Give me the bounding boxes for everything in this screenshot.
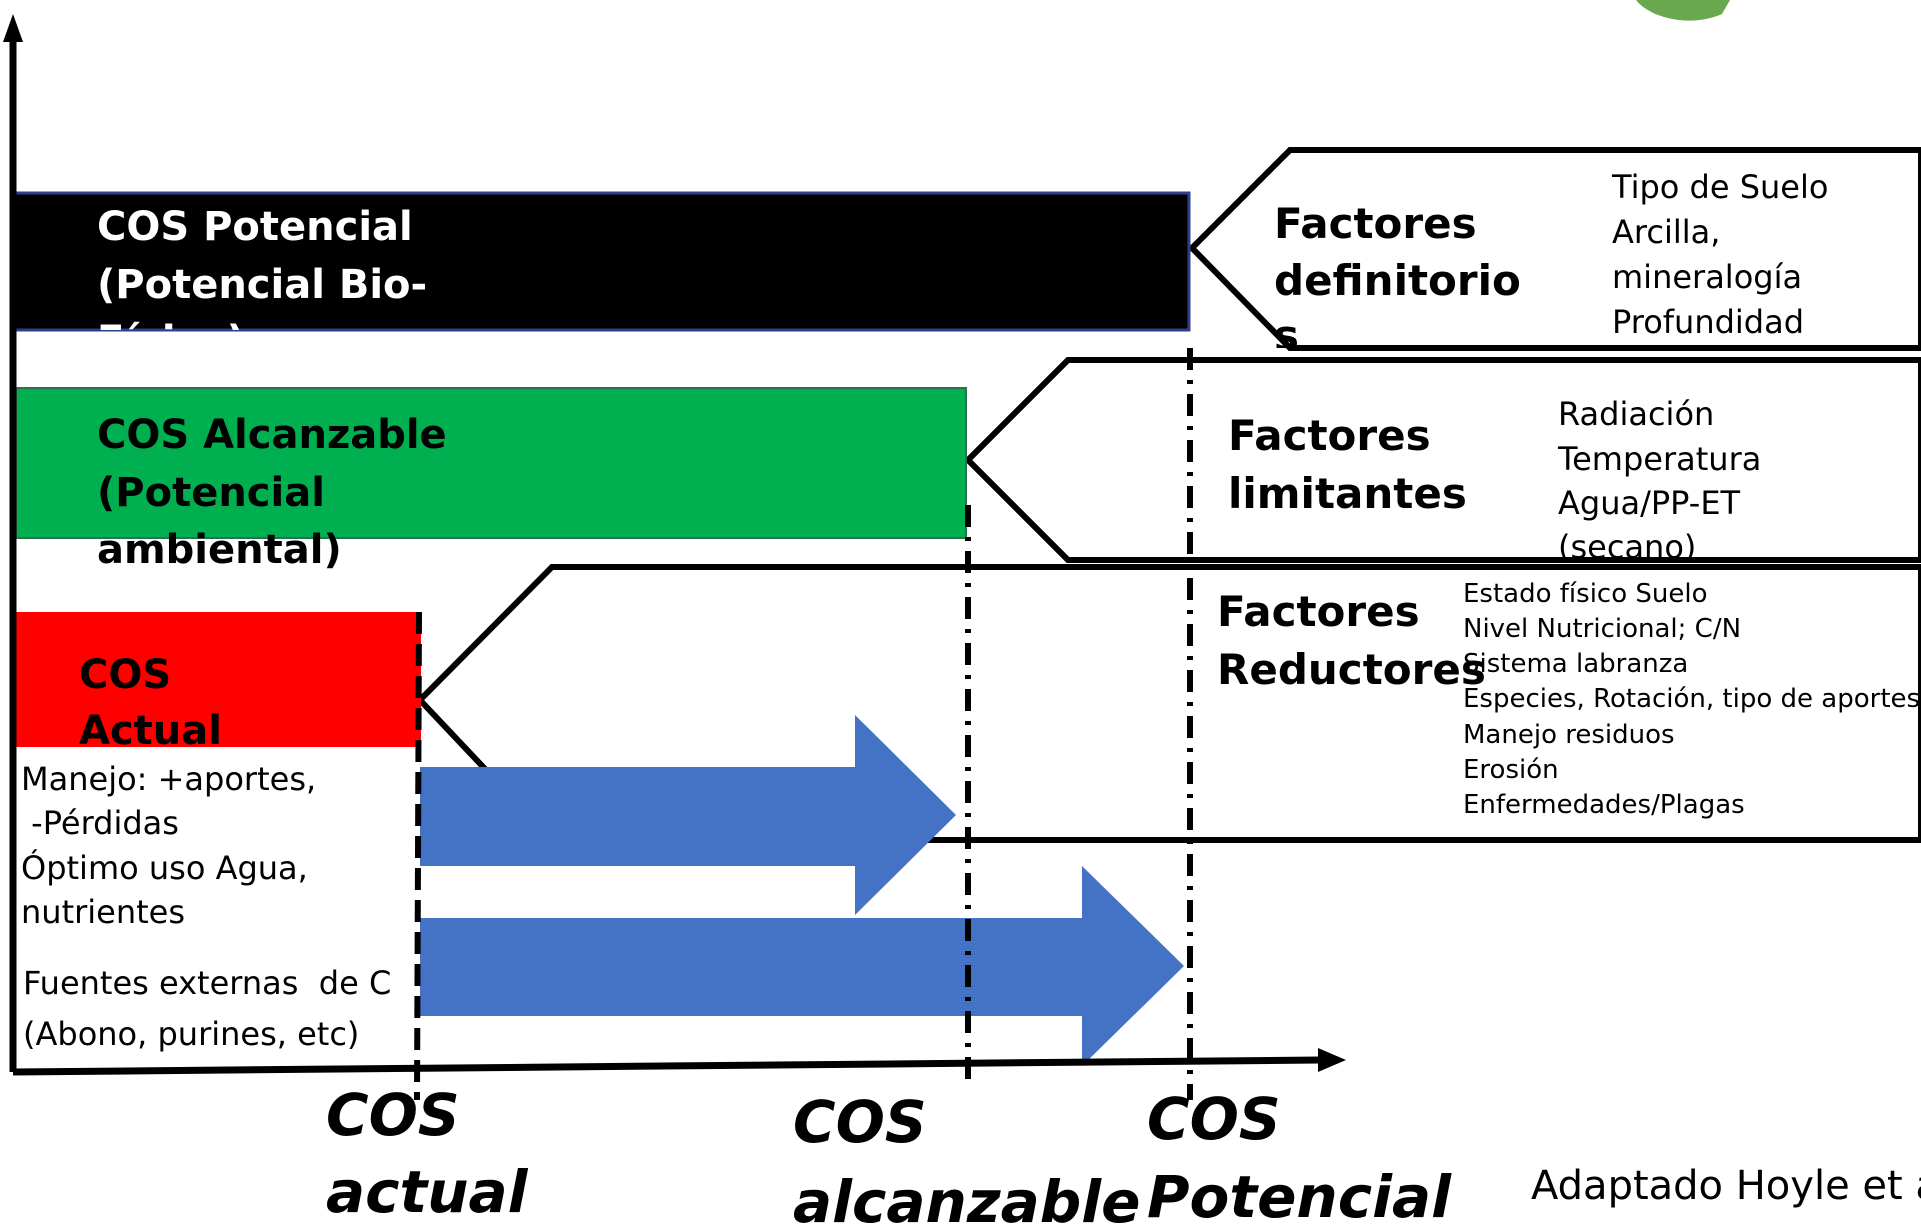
reductores-item: Enfermedades/Plagas xyxy=(1463,790,1745,820)
axis-label-alcanzable-2: alcanzable xyxy=(793,1168,1140,1225)
axis-label-alcanzable-1: COS xyxy=(793,1088,927,1156)
arrow-manejo xyxy=(420,715,956,915)
box-cos-alcanzable xyxy=(15,387,967,539)
box-alcanzable-line-2: (Potencial xyxy=(97,470,325,516)
factores-limitantes-title-2: limitantes xyxy=(1228,469,1467,518)
callout-definitorios xyxy=(1187,147,1921,351)
callout-limitantes xyxy=(963,357,1921,563)
arrow-fuentes-externas xyxy=(420,866,1184,1066)
fuentes-externas-text: Fuentes externas de C xyxy=(23,964,391,1002)
reductores-item: Sistema labranza xyxy=(1463,649,1688,679)
manejo-text: -Pérdidas xyxy=(21,804,179,842)
factores-limitantes-title-1: Factores xyxy=(1228,411,1431,460)
manejo-text: nutrientes xyxy=(21,893,185,931)
box-potencial-line-3: Físico) xyxy=(97,318,245,364)
axis-label-actual-1: COS xyxy=(326,1081,460,1149)
x-axis xyxy=(12,1056,1321,1076)
box-potencial-line-1: COS Potencial xyxy=(97,204,413,250)
definitorios-item: Tipo de Suelo xyxy=(1611,168,1828,206)
box-alcanzable-line-3: ambiental) xyxy=(97,527,342,573)
factores-definitorios-title-1: Factores xyxy=(1274,199,1477,248)
y-axis-arrowhead xyxy=(3,14,23,42)
box-alcanzable-line-1: COS Alcanzable xyxy=(97,412,447,458)
factores-definitorios-title-3: s xyxy=(1274,311,1299,360)
manejo-text: Óptimo uso Agua, xyxy=(21,848,308,887)
box-cos-potencial xyxy=(13,191,1191,332)
axis-label-potencial-1: COS xyxy=(1147,1085,1281,1153)
box-potencial-line-2: (Potencial Bio- xyxy=(97,262,427,308)
box-actual-line-2: Actual xyxy=(79,708,222,754)
axis-label-potencial-2: Potencial xyxy=(1147,1163,1452,1225)
manejo-text: Manejo: +aportes, xyxy=(21,760,316,798)
limitantes-item: Temperatura xyxy=(1557,440,1761,478)
limitantes-item: Agua/PP-ET xyxy=(1558,484,1741,522)
reductores-item: Erosión xyxy=(1463,755,1559,785)
line-cos-actual xyxy=(414,611,422,1101)
limitantes-item: Radiación xyxy=(1558,395,1714,433)
box-cos-actual xyxy=(13,612,421,747)
reductores-item: Especies, Rotación, tipo de aportes xyxy=(1463,684,1920,714)
reductores-item: Estado físico Suelo xyxy=(1463,579,1708,609)
definitorios-item: mineralogía xyxy=(1612,258,1802,296)
reductores-item: Manejo residuos xyxy=(1463,720,1675,750)
box-actual-line-1: COS xyxy=(79,652,171,698)
fuentes-externas-text: (Abono, purines, etc) xyxy=(23,1015,359,1053)
logo-leaf-icon xyxy=(1636,0,1730,21)
reductores-item: Nivel Nutricional; C/N xyxy=(1463,614,1741,644)
factores-reductores-title-2: Reductores xyxy=(1217,645,1486,694)
axis-label-actual-2: actual xyxy=(326,1158,529,1225)
factores-reductores-title-1: Factores xyxy=(1217,587,1420,636)
factores-definitorios-title-2: definitorio xyxy=(1274,256,1521,305)
definitorios-item: Arcilla, xyxy=(1612,213,1720,251)
x-axis-arrowhead xyxy=(1318,1048,1346,1072)
limitantes-item: (secano) xyxy=(1558,528,1696,566)
definitorios-item: Profundidad xyxy=(1612,303,1804,341)
credit-text: Adaptado Hoyle et a xyxy=(1531,1163,1921,1209)
